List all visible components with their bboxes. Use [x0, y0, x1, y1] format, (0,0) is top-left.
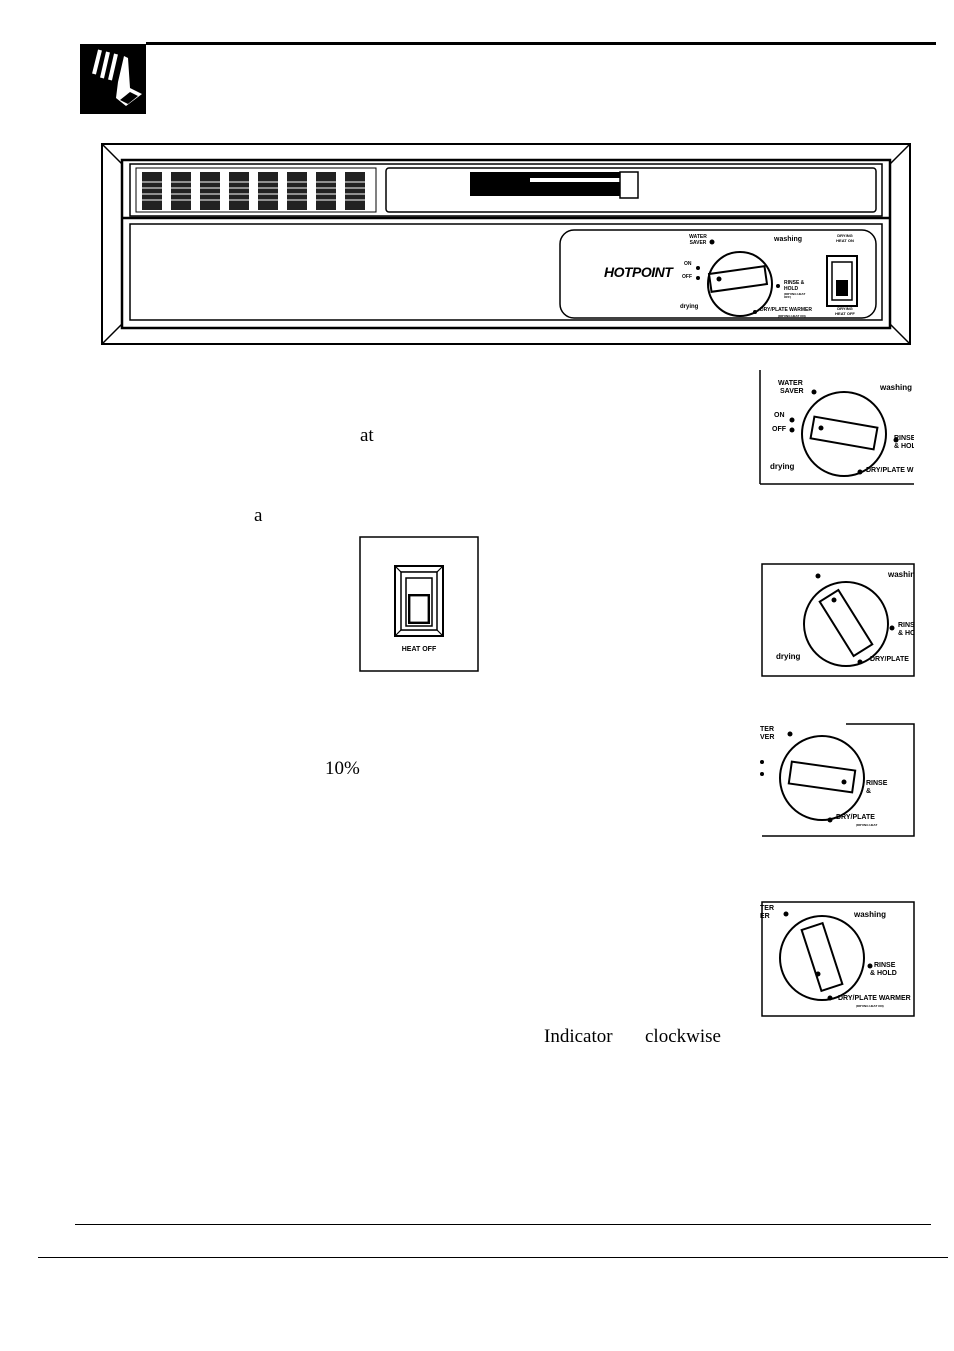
- dial4-dry-plate-label: DRY/PLATE WARMER: [838, 995, 911, 1002]
- panel-water-saver-label: WATER SAVER: [689, 234, 707, 246]
- panel-heat-off-label: DRYING HEAT OFF: [835, 306, 855, 316]
- control-panel-illustration: [100, 138, 912, 350]
- dial1-on-label: ON: [774, 412, 785, 419]
- panel-dry-plate-sub: (DRYING HEAT ON): [778, 314, 806, 318]
- dial1-saver-label: SAVER: [780, 388, 804, 395]
- heat-switch-closeup: [359, 536, 479, 672]
- dial-closeup-2: [760, 562, 916, 678]
- dial-closeup-4: [760, 900, 916, 1018]
- stray-text-clockwise: clockwise: [645, 1026, 721, 1047]
- dial3-ter-label: TER: [760, 726, 774, 733]
- heat-switch-label: HEAT OFF: [401, 646, 437, 653]
- dial2-hold-label: & HO: [898, 630, 914, 637]
- stray-text-percent: 10%: [325, 758, 360, 779]
- dial3-ver-label: VER: [760, 734, 775, 741]
- dial4-er-label: ER: [760, 913, 770, 920]
- dial2-drying-label: drying: [776, 652, 801, 661]
- panel-on-label: ON: [684, 261, 692, 267]
- dial3-sub-label: (DRYING HEAT: [856, 823, 878, 827]
- dial2-washing-label: washin: [888, 570, 914, 579]
- dial1-rinse-label: RINSE: [894, 435, 914, 442]
- dial4-ter-label: TER: [760, 905, 774, 912]
- dial3-dry-plate-label: DRY/PLATE: [836, 814, 875, 821]
- dial3-rinse-label: RINSE: [866, 780, 888, 787]
- dial1-drying-label: drying: [770, 462, 795, 471]
- dial4-rinse-label: RINSE: [874, 962, 896, 969]
- dial1-dry-plate-label: DRY/PLATE W: [866, 467, 914, 474]
- dial4-washing-label: washing: [854, 910, 887, 919]
- dial4-hold-label: & HOLD: [870, 970, 897, 977]
- dial2-rinse-label: RINS: [898, 622, 914, 629]
- panel-washing-label: washing: [774, 236, 803, 243]
- dial4-sub-label: (DRYING HEAT ON): [856, 1004, 884, 1008]
- dial3-amp-label: &: [866, 788, 872, 795]
- panel-drying-label: drying: [680, 304, 699, 310]
- footer-rule-1: [75, 1224, 931, 1225]
- panel-rinse-hold-sub: (DRYING HEAT OFF): [784, 292, 806, 299]
- footer-rule-2: [38, 1257, 948, 1258]
- header-hand-icon: [80, 44, 146, 114]
- header-rule: [146, 42, 936, 45]
- dial1-hold-label: & HOL: [894, 443, 914, 450]
- dial2-dry-plate-label: DRY/PLATE: [870, 656, 909, 663]
- panel-rinse-hold-label: RINSE & HOLD: [784, 280, 805, 292]
- stray-text-at: at: [360, 425, 374, 446]
- stray-text-a: a: [254, 505, 263, 526]
- stray-text-indicator: Indicator: [544, 1026, 613, 1047]
- panel-dry-plate-label: DRY/PLATE WARMER: [760, 307, 812, 313]
- panel-off-label: OFF: [682, 274, 692, 280]
- panel-heat-on-label: DRYING HEAT ON: [836, 233, 854, 243]
- dial1-off-label: OFF: [772, 426, 786, 433]
- dial1-water-label: WATER: [778, 380, 803, 387]
- dial-closeup-3: [760, 722, 916, 838]
- dial1-washing-label: washing: [880, 383, 913, 392]
- panel-brand: HOTPOINT: [604, 264, 673, 280]
- dial-closeup-1: [758, 368, 914, 486]
